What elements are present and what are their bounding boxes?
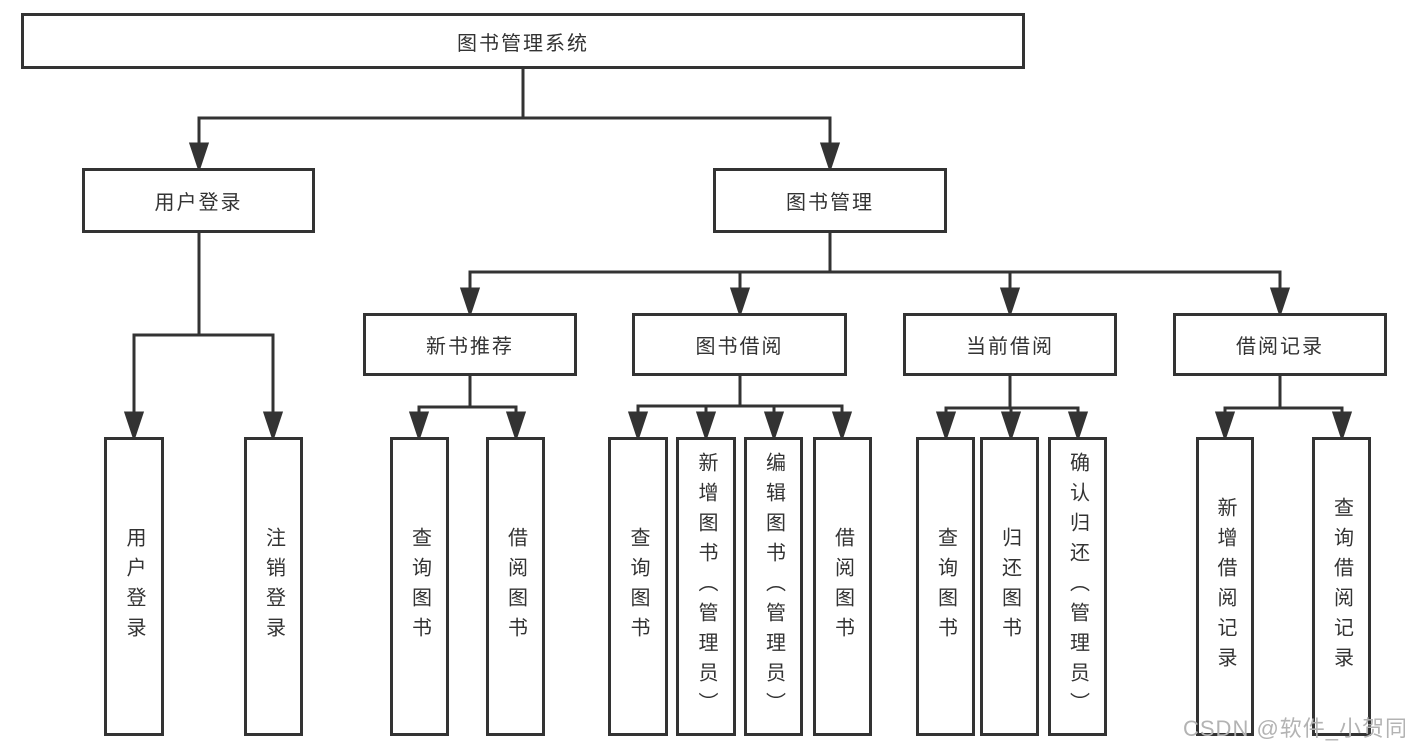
- node-label: 注销登录: [262, 526, 285, 647]
- node-label: 查询图书: [408, 526, 431, 647]
- leaf-bb-edit-books-admin: 编辑图书（管理员）: [744, 437, 803, 736]
- leaf-logout: 注销登录: [244, 437, 303, 736]
- node-label: 归还图书: [998, 526, 1021, 647]
- node-label: 新增图书（管理员）: [695, 451, 717, 722]
- leaf-cb-return-books: 归还图书: [980, 437, 1039, 736]
- node-label: 查询图书: [934, 526, 957, 647]
- node-label: 图书管理: [786, 192, 874, 214]
- leaf-cb-confirm-return-admin: 确认归还（管理员）: [1048, 437, 1107, 736]
- node-label: 图书借阅: [695, 336, 784, 358]
- node-label: 新增借阅记录: [1214, 496, 1236, 677]
- node-label: 当前借阅: [966, 336, 1054, 358]
- node-label: 编辑图书（管理员）: [762, 451, 785, 722]
- leaf-user-login: 用户登录: [104, 437, 164, 736]
- edges-book-borrowing: [627, 376, 853, 442]
- edges-book-management: [459, 233, 1291, 318]
- edges-root-to-level2: [188, 69, 841, 173]
- edges-current-borrowing: [935, 376, 1089, 442]
- leaf-nbr-borrow-books: 借阅图书: [486, 437, 545, 736]
- leaf-br-add-record: 新增借阅记录: [1196, 437, 1254, 736]
- leaf-bb-query-books: 查询图书: [608, 437, 668, 736]
- node-borrowing-records: 借阅记录: [1173, 313, 1387, 376]
- node-label: 借阅记录: [1236, 336, 1324, 358]
- node-new-book-recommend: 新书推荐: [363, 313, 577, 376]
- leaf-br-query-record: 查询借阅记录: [1312, 437, 1371, 736]
- node-book-borrowing: 图书借阅: [632, 313, 847, 376]
- leaf-bb-borrow-books: 借阅图书: [813, 437, 872, 736]
- node-label: 确认归还（管理员）: [1066, 451, 1089, 722]
- node-label: 借阅图书: [504, 526, 527, 647]
- node-label: 用户登录: [123, 526, 145, 647]
- node-label: 图书管理系统: [457, 32, 589, 55]
- node-label: 借阅图书: [831, 526, 854, 647]
- node-root-system: 图书管理系统: [21, 13, 1025, 69]
- leaf-cb-query-books: 查询图书: [916, 437, 975, 736]
- leaf-bb-add-books-admin: 新增图书（管理员）: [676, 437, 736, 736]
- node-current-borrowing: 当前借阅: [903, 313, 1117, 376]
- node-label: 查询图书: [627, 526, 649, 647]
- edges-borrowing-records: [1214, 376, 1353, 442]
- edges-new-book-recommend: [408, 376, 527, 442]
- node-label: 用户登录: [154, 192, 243, 214]
- node-user-login: 用户登录: [82, 168, 315, 233]
- csdn-watermark: CSDN @软件_小贺同学: [1183, 716, 1405, 741]
- node-label: 查询借阅记录: [1330, 496, 1353, 677]
- node-book-management: 图书管理: [713, 168, 947, 233]
- leaf-nbr-query-books: 查询图书: [390, 437, 449, 736]
- node-label: 新书推荐: [426, 336, 514, 358]
- edges-user-login: [123, 233, 284, 442]
